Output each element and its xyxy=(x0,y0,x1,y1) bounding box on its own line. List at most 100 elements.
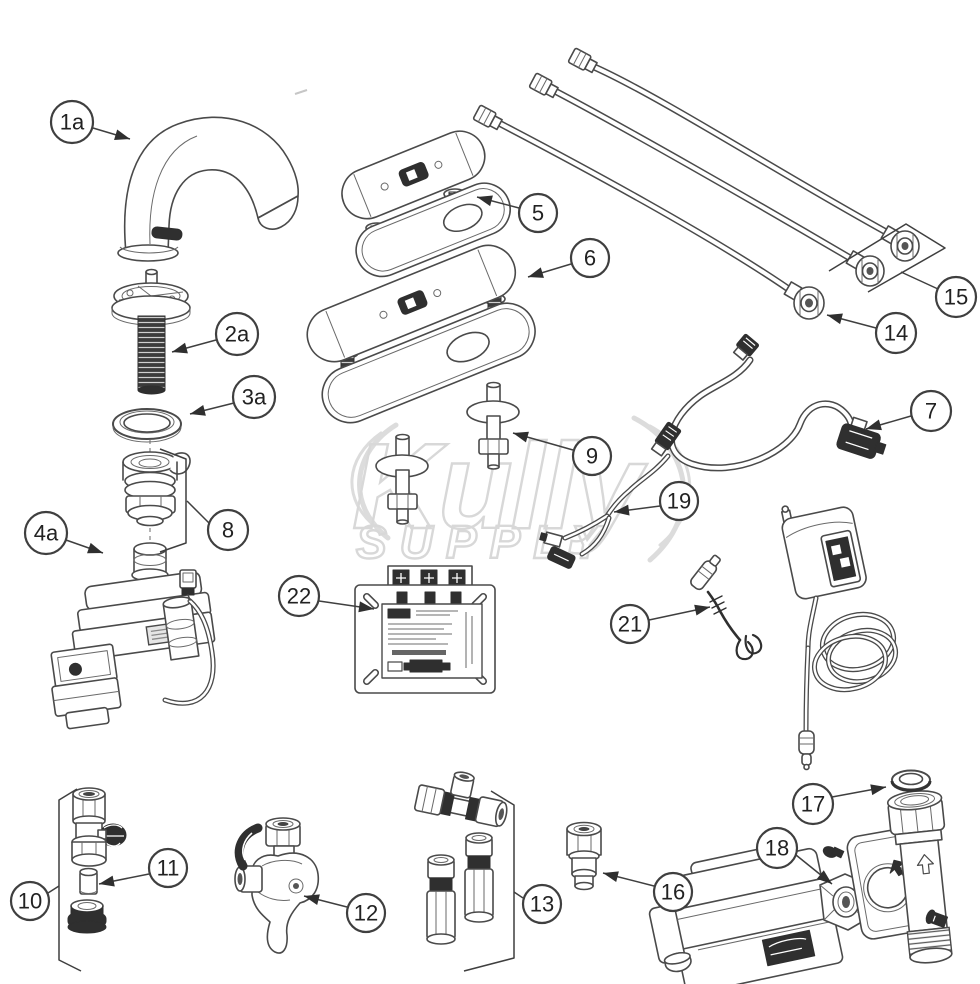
callout-bubble xyxy=(521,883,563,925)
callout-label: 5 xyxy=(532,201,544,226)
callout-bubble xyxy=(658,480,700,522)
callout-bubble xyxy=(652,871,694,913)
bracket-8 xyxy=(159,448,187,553)
callout-layer: 1a 2a 3a 4a 5 6 7 8 9 10 11 12 13 14 15 16 17 18 19 21 22 xyxy=(9,99,978,934)
callout-bubble xyxy=(571,435,613,477)
callout-arrowhead xyxy=(603,871,619,883)
callout-label: 8 xyxy=(222,518,234,543)
supply-hoses-drawing xyxy=(472,47,920,320)
callout-label: 18 xyxy=(765,836,789,861)
filter-cartridge xyxy=(426,854,456,945)
callout-22: 22 xyxy=(277,574,375,618)
callout-bubble xyxy=(934,275,978,319)
callout-arrowhead xyxy=(358,601,374,613)
callout-bubble xyxy=(345,892,387,934)
solenoid-assembly-drawing xyxy=(50,542,216,730)
watermark-swoosh-left2 xyxy=(350,431,383,530)
callout-arrowhead xyxy=(870,784,886,796)
callout-label: 21 xyxy=(618,612,642,637)
callout-label: 15 xyxy=(944,285,968,310)
callout-label: 10 xyxy=(18,889,42,914)
callout-bubble xyxy=(231,374,277,420)
callout-bubble xyxy=(791,782,835,826)
callout-arrowhead xyxy=(694,604,710,616)
callout-label: 3a xyxy=(242,385,267,410)
callout-bubble xyxy=(609,603,651,645)
gasket-17 xyxy=(890,769,932,792)
callout-label: 11 xyxy=(157,856,180,881)
callout-arrowhead xyxy=(99,875,115,887)
callout-21: 21 xyxy=(609,603,711,645)
callout-bubble xyxy=(909,389,953,433)
aerator-stack-drawing xyxy=(122,440,191,541)
callout-leader xyxy=(900,271,939,290)
spout-drawing xyxy=(117,89,308,262)
callout-arrowhead xyxy=(114,129,130,140)
washer-drawing xyxy=(112,408,182,443)
fork-lead-drawing xyxy=(690,554,763,661)
cover-plate-4in-drawing xyxy=(341,130,511,278)
callout-arrowhead xyxy=(172,342,188,354)
y-harness-drawing xyxy=(539,421,682,569)
callout-label: 1a xyxy=(60,110,85,135)
callout-15: 15 xyxy=(900,271,978,319)
callout-bubble xyxy=(9,880,51,922)
callout-16: 16 xyxy=(602,871,694,913)
stray-mark xyxy=(294,89,308,95)
callout-14: 14 xyxy=(826,311,918,355)
mixing-valve-drawing xyxy=(234,817,320,954)
callout-leader xyxy=(186,500,210,524)
bracket-10 xyxy=(58,788,82,972)
hose-fitting xyxy=(567,47,598,74)
callout-label: 22 xyxy=(287,584,311,609)
callout-arrowhead xyxy=(477,195,493,207)
callout-bubble xyxy=(517,192,559,234)
callout-bubble xyxy=(23,510,69,556)
callout-12: 12 xyxy=(303,892,387,934)
bolt-right xyxy=(466,381,520,470)
callout-bubble xyxy=(49,99,95,145)
callout-bubble xyxy=(569,237,611,279)
watermark-text-2: SUPPLY xyxy=(356,516,615,568)
callout-label: 12 xyxy=(354,901,378,926)
callout-11: 11 xyxy=(98,847,189,889)
callout-19: 19 xyxy=(613,480,700,522)
callout-label: 19 xyxy=(667,489,691,514)
callout-label: 6 xyxy=(584,246,596,271)
callout-label: 14 xyxy=(884,321,908,346)
callout-bubble xyxy=(206,508,250,552)
callout-3a: 3a xyxy=(189,374,277,420)
callout-8: 8 xyxy=(186,500,250,552)
lower-solenoid-assembly-drawing xyxy=(648,769,953,984)
callout-18: 18 xyxy=(755,826,833,885)
sensor-cable-drawing xyxy=(668,333,887,472)
bracket-13 xyxy=(463,790,515,972)
adapter-fitting-drawing xyxy=(566,821,602,891)
callout-label: 9 xyxy=(586,444,598,469)
callout-arrowhead xyxy=(87,542,103,554)
hose-nut xyxy=(783,281,825,320)
inlet-pipe xyxy=(886,790,953,964)
callout-bubble xyxy=(214,311,260,357)
callout-arrowhead xyxy=(816,870,832,884)
hose-nut xyxy=(880,225,920,262)
callout-bubble xyxy=(874,311,918,355)
callout-13: 13 xyxy=(513,883,563,925)
hose-fitting xyxy=(528,72,559,99)
bracket-layer xyxy=(58,223,946,972)
callout-label: 7 xyxy=(925,399,937,424)
callout-4a: 4a xyxy=(23,510,104,556)
callout-bubble xyxy=(147,847,189,889)
callout-arrowhead xyxy=(866,419,882,431)
callout-arrowhead xyxy=(528,267,544,278)
angle-stop-drawing xyxy=(67,787,127,934)
callout-2a: 2a xyxy=(171,311,260,357)
callout-label: 17 xyxy=(801,792,825,817)
callout-6: 6 xyxy=(527,237,611,279)
hose-fitting xyxy=(472,104,503,131)
callout-arrowhead xyxy=(827,313,843,325)
callout-bubble xyxy=(755,826,799,870)
cover-plate-8in-drawing xyxy=(306,244,536,424)
bracket-15 xyxy=(828,223,946,293)
